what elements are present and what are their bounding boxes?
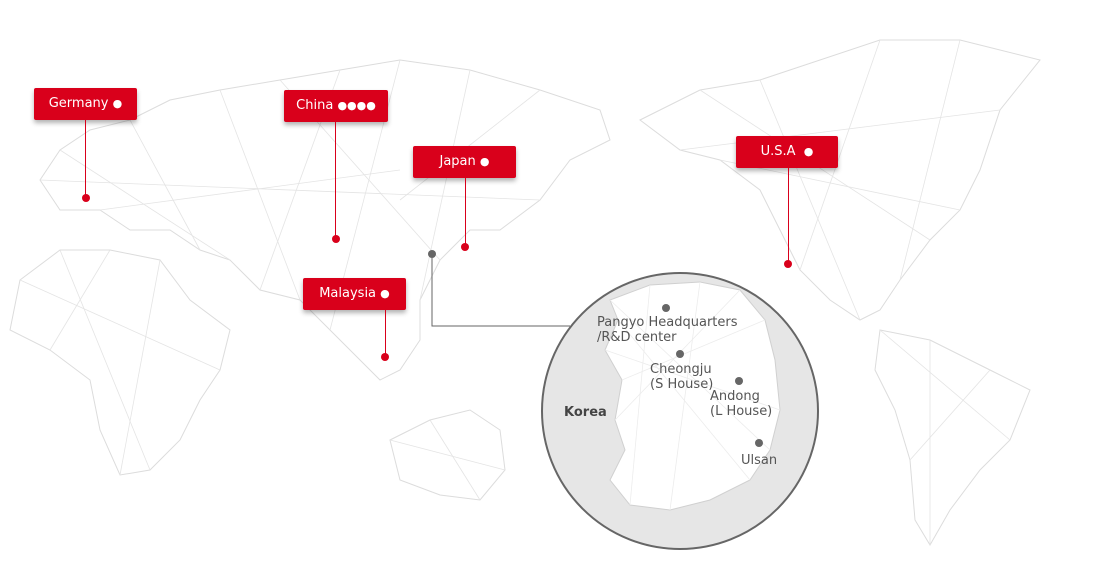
malaysia-pointer-line: [385, 310, 386, 355]
cheongju-marker[interactable]: [676, 350, 684, 358]
malaysia-label: Malaysia: [319, 286, 377, 301]
korea-connector-line: [431, 258, 570, 327]
japan-pointer-line: [465, 178, 466, 244]
cheongju-desc: (S House): [650, 377, 714, 392]
location-tag-japan[interactable]: Japan ●: [413, 146, 516, 178]
germany-label: Germany: [48, 96, 109, 111]
china-marker[interactable]: [332, 235, 340, 243]
germany-pointer-line: [85, 120, 86, 198]
pangyo-desc: /R&D center: [597, 330, 677, 345]
location-tag-usa[interactable]: U.S.A ●: [736, 136, 838, 168]
location-tag-china[interactable]: China ●●●●: [284, 90, 388, 122]
usa-marker[interactable]: [784, 260, 792, 268]
pangyo-name: Pangyo Headquarters: [597, 315, 738, 330]
pangyo-marker[interactable]: [662, 304, 670, 312]
malaysia-site-dots: ●: [380, 287, 390, 300]
eurasia-outline: [39, 59, 611, 381]
germany-marker[interactable]: [82, 194, 90, 202]
japan-marker[interactable]: [461, 243, 469, 251]
ulsan-marker[interactable]: [755, 439, 763, 447]
location-tag-germany[interactable]: Germany ●: [34, 88, 137, 120]
cheongju-name: Cheongju: [650, 362, 712, 377]
andong-label: Andong(L House): [710, 389, 772, 419]
korea-world-marker[interactable]: [428, 250, 436, 258]
china-site-dots: ●●●●: [337, 99, 376, 112]
china-label: China: [296, 98, 334, 113]
usa-label: U.S.A: [760, 144, 796, 159]
japan-label: Japan: [439, 154, 476, 169]
ulsan-label: Ulsan: [741, 453, 778, 468]
malaysia-marker[interactable]: [381, 353, 389, 361]
japan-site-dots: ●: [479, 155, 490, 168]
korea-title: Korea: [564, 405, 607, 420]
andong-desc: (L House): [710, 404, 773, 419]
germany-site-dots: ●: [112, 97, 123, 110]
cheongju-label: Cheongju(S House): [650, 362, 713, 392]
africa-outline: [9, 249, 231, 476]
location-tag-malaysia[interactable]: Malaysia ●: [303, 278, 406, 310]
usa-pointer-line: [788, 167, 789, 262]
usa-site-dots: ●: [803, 145, 814, 158]
china-pointer-line: [335, 122, 336, 237]
andong-name: Andong: [710, 389, 760, 404]
pangyo-label: Pangyo Headquarters/R&D center: [597, 315, 738, 345]
andong-marker[interactable]: [735, 377, 743, 385]
